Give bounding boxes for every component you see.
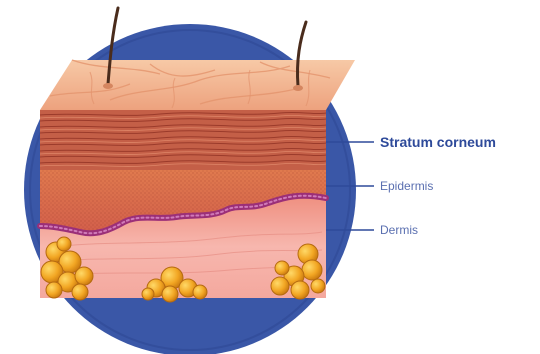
epidermis-label: Epidermis: [380, 179, 433, 193]
stratum-corneum-label: Stratum corneum: [380, 134, 496, 150]
hair-follicle-left: [103, 83, 113, 89]
skin-surface: [40, 60, 355, 110]
dermis-label: Dermis: [380, 223, 418, 237]
hair-follicle-right: [293, 85, 303, 91]
stratum-corneum-layer: [40, 110, 326, 170]
